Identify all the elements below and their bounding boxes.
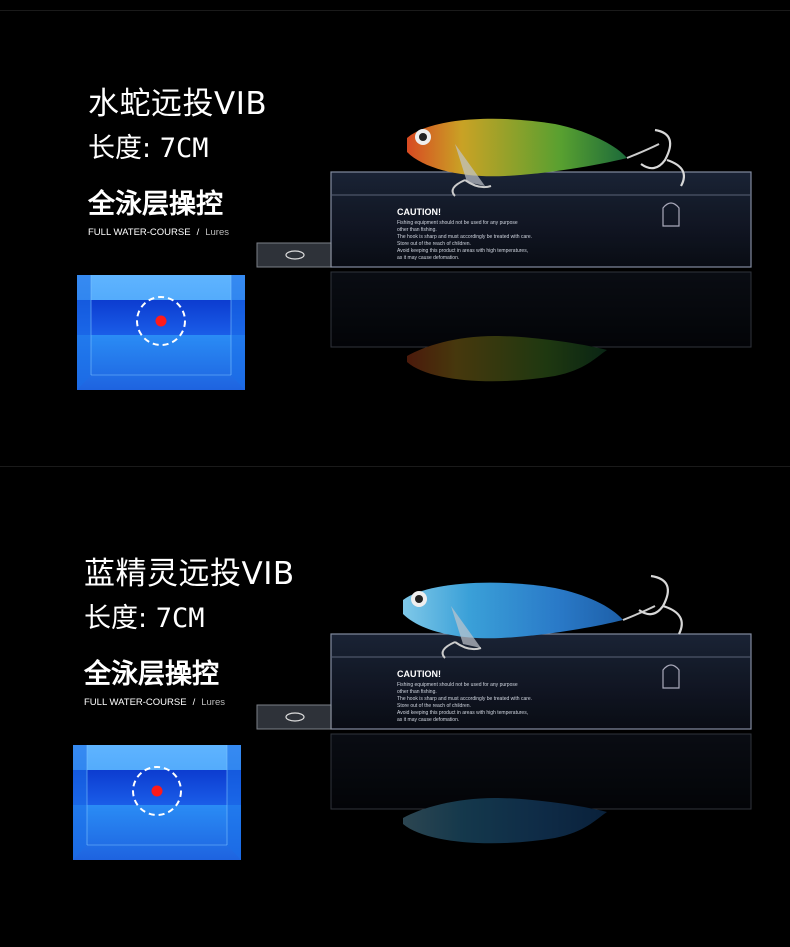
lures-text: Lures bbox=[205, 227, 229, 238]
water-course-text: FULL WATER-COURSE bbox=[84, 697, 187, 708]
caution-line: Avoid keeping this product in areas with… bbox=[397, 710, 528, 716]
water-course-caption: FULL WATER-COURSE / Lures bbox=[84, 697, 225, 708]
caution-line: Store out of the reach of children. bbox=[397, 241, 471, 247]
separator: / bbox=[192, 697, 196, 708]
product-section-2: 蓝精灵远投VIB 长度: 7CM 全泳层操控 FULL WATER-COURSE… bbox=[0, 470, 790, 947]
product-title: 蓝精灵远投VIB bbox=[84, 556, 295, 592]
caution-line: Avoid keeping this product in areas with… bbox=[397, 248, 528, 254]
caution-line: as it may cause defomation. bbox=[397, 717, 459, 723]
caution-title: CAUTION! bbox=[397, 207, 441, 217]
product-image: CAUTION! Fishing equipment should not be… bbox=[255, 562, 765, 852]
caution-line: Fishing equipment should not be used for… bbox=[397, 220, 518, 226]
product-length: 长度: 7CM bbox=[84, 596, 204, 635]
caution-line: other than fishing. bbox=[397, 227, 437, 233]
separator: / bbox=[196, 227, 200, 238]
length-value: 7CM bbox=[159, 133, 209, 164]
product-section-1: 水蛇远投VIB 长度: 7CM 全泳层操控 FULL WATER-COURSE /… bbox=[0, 0, 790, 470]
water-layer-icon bbox=[73, 745, 241, 860]
product-image: CAUTION! Fishing equipment should not be… bbox=[255, 100, 765, 400]
product-title: 水蛇远投VIB bbox=[88, 86, 268, 122]
lures-text: Lures bbox=[201, 697, 225, 708]
water-course-text: FULL WATER-COURSE bbox=[88, 227, 191, 238]
caution-line: Store out of the reach of children. bbox=[397, 703, 471, 709]
water-course-caption: FULL WATER-COURSE / Lures bbox=[88, 227, 229, 238]
caution-line: as it may cause defomation. bbox=[397, 255, 459, 261]
length-label: 长度: bbox=[84, 603, 148, 634]
layer-label: 全泳层操控 bbox=[84, 659, 219, 690]
caution-line: The hook is sharp and must accordingly b… bbox=[397, 234, 532, 240]
section-divider bbox=[0, 466, 790, 467]
caution-line: The hook is sharp and must accordingly b… bbox=[397, 696, 532, 702]
caution-title: CAUTION! bbox=[397, 669, 441, 679]
length-label: 长度: bbox=[88, 133, 152, 164]
layer-label: 全泳层操控 bbox=[88, 189, 223, 220]
caution-line: Fishing equipment should not be used for… bbox=[397, 682, 518, 688]
caution-line: other than fishing. bbox=[397, 689, 437, 695]
length-value: 7CM bbox=[155, 603, 205, 634]
top-divider bbox=[0, 10, 790, 11]
product-length: 长度: 7CM bbox=[88, 126, 208, 165]
water-layer-icon bbox=[77, 275, 245, 390]
